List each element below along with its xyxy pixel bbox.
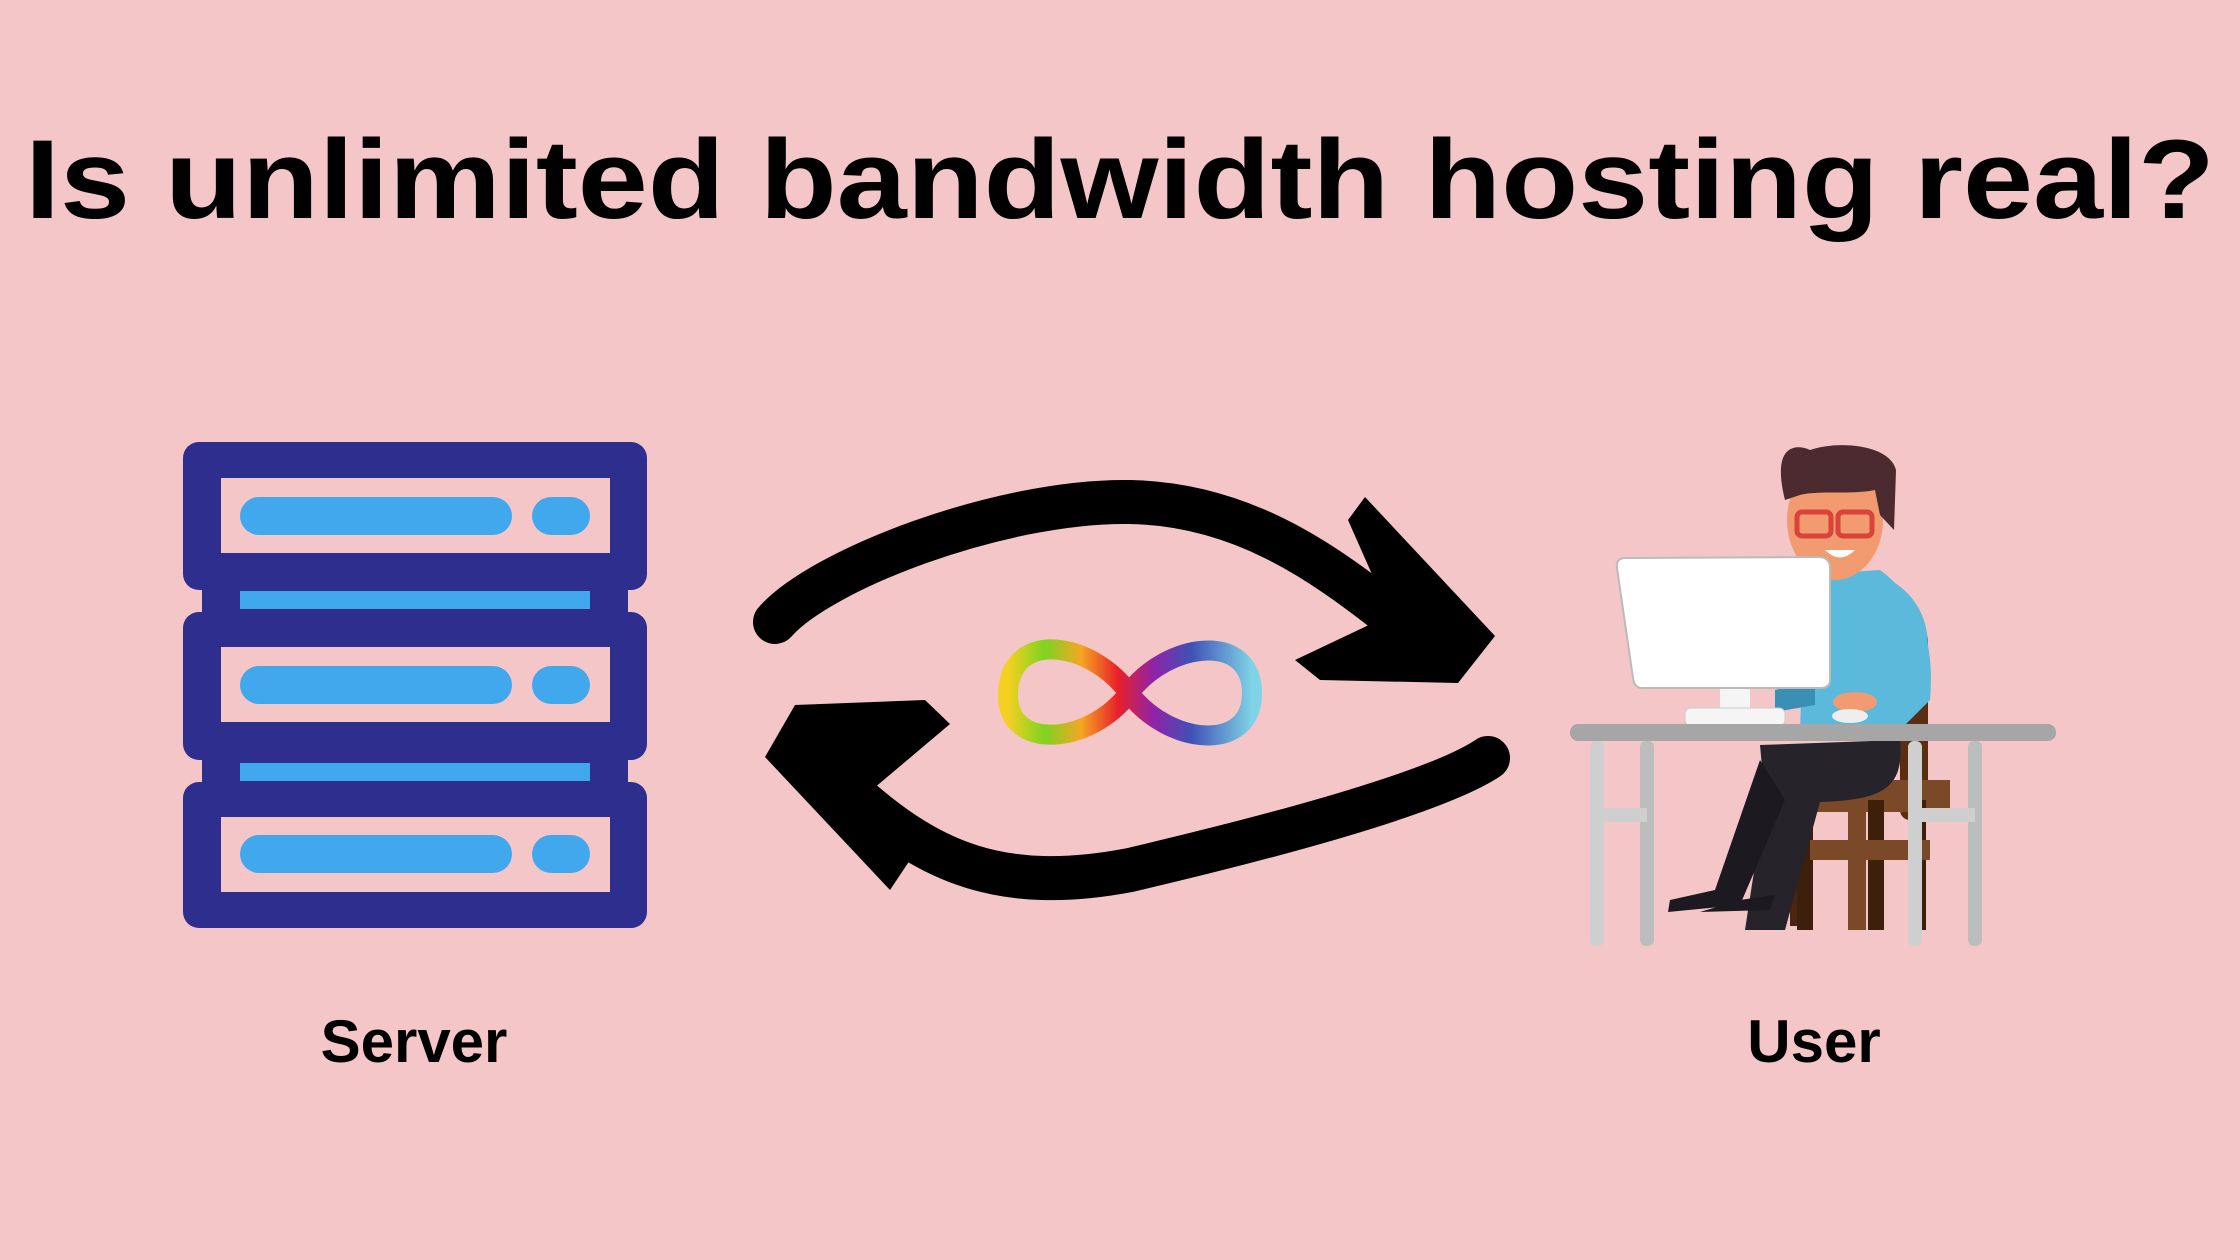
two-way-arrows-icon xyxy=(753,479,1510,901)
server-label: Server xyxy=(321,1008,508,1075)
server-rack-icon xyxy=(183,442,647,928)
arrow-to-user-head xyxy=(1295,497,1495,683)
user-label: User xyxy=(1747,1008,1880,1075)
arrow-to-user xyxy=(753,479,1412,644)
infinity-icon xyxy=(997,639,1262,746)
person-at-computer-illustration xyxy=(1570,445,2056,946)
arrow-to-server xyxy=(838,736,1510,901)
page-title: Is unlimited bandwidth hosting real? xyxy=(25,117,2215,242)
arrow-to-server-head xyxy=(765,700,950,890)
